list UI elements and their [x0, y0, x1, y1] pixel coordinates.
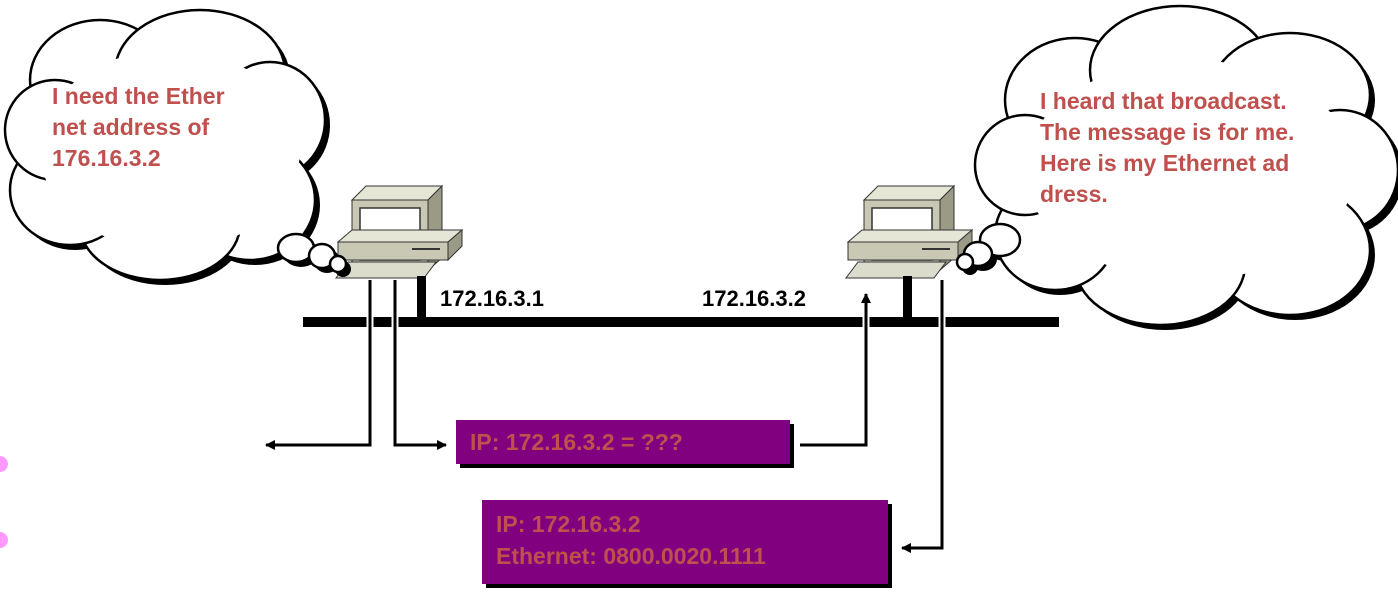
right-bubble-line: I heard that broadcast. — [1040, 86, 1294, 117]
arrow-to-right-host — [800, 294, 866, 445]
ethernet-bus — [303, 317, 1059, 327]
arp-request-text: IP: 172.16.3.2 = ??? — [470, 429, 683, 455]
right-bubble-line: Here is my Ethernet ad — [1040, 148, 1294, 179]
left-bubble-line: I need the Ether — [52, 81, 225, 112]
left-host-ip: 172.16.3.1 — [440, 286, 544, 312]
left-bubble-line: net address of — [52, 112, 225, 143]
arrow-broadcast-left — [266, 280, 370, 445]
arp-request-frame: IP: 172.16.3.2 = ??? — [456, 420, 790, 464]
arp-reply-frame: IP: 172.16.3.2 Ethernet: 0800.0020.1111 — [482, 500, 888, 584]
left-bubble-line: 176.16.3.2 — [52, 143, 225, 174]
arp-reply-mac: Ethernet: 0800.0020.1111 — [496, 540, 874, 572]
right-bubble-line: The message is for me. — [1040, 117, 1294, 148]
left-bubble-text: I need the Ether net address of 176.16.3… — [52, 81, 225, 174]
right-bubble-text: I heard that broadcast. The message is f… — [1040, 86, 1294, 210]
arp-reply-ip: IP: 172.16.3.2 — [496, 508, 874, 540]
right-bubble-line: dress. — [1040, 179, 1294, 210]
right-host-ip: 172.16.3.2 — [702, 286, 806, 312]
